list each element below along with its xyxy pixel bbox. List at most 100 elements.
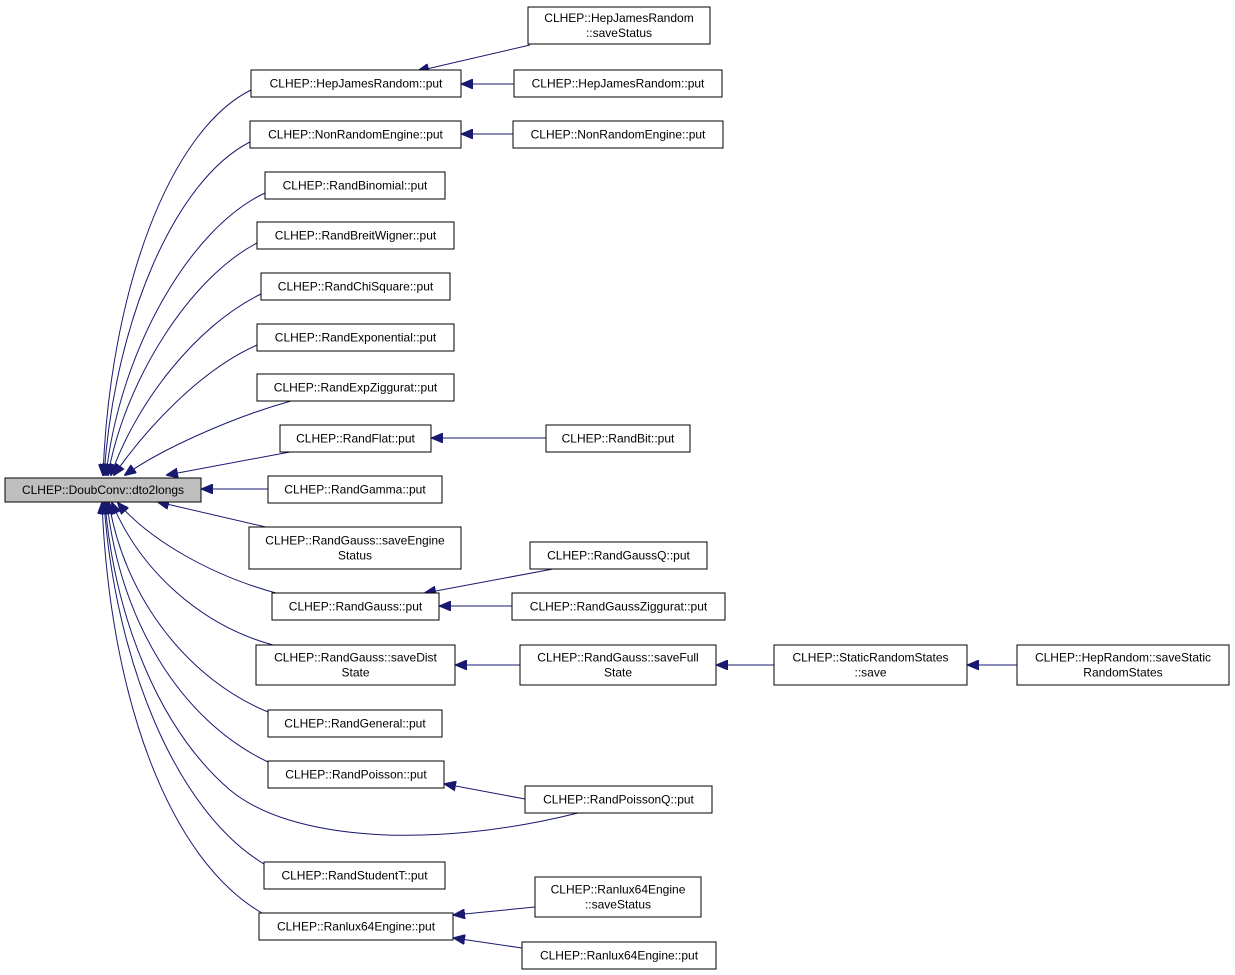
node-srs[interactable]: CLHEP::StaticRandomStates::save — [773, 644, 968, 686]
node-box[interactable] — [4, 477, 202, 503]
edge-layer — [102, 44, 1017, 949]
node-box[interactable] — [279, 424, 432, 453]
node-label: CLHEP::RandPoissonQ::put — [543, 793, 694, 807]
node-label: CLHEP::RandGauss::put — [289, 600, 423, 614]
node-box[interactable] — [511, 592, 726, 621]
node-nre-put2[interactable]: CLHEP::NonRandomEngine::put — [512, 120, 724, 149]
node-label: State — [341, 666, 369, 680]
node-box[interactable] — [527, 6, 711, 45]
node-label: CLHEP::RandFlat::put — [296, 432, 415, 446]
edge-r64_put-to-root — [102, 503, 263, 914]
node-box[interactable] — [255, 644, 456, 686]
node-box[interactable] — [512, 120, 724, 149]
node-box[interactable] — [248, 526, 462, 570]
edge-rpoisq-to-root — [105, 503, 579, 836]
edge-rexpz-to-root — [125, 400, 292, 475]
node-r64-save[interactable]: CLHEP::Ranlux64Engine::saveStatus — [534, 876, 702, 918]
node-rflat[interactable]: CLHEP::RandFlat::put — [279, 424, 432, 453]
edge-nre_put-to-root — [104, 141, 251, 475]
node-box[interactable] — [256, 373, 455, 402]
node-rg-put[interactable]: CLHEP::RandGauss::put — [271, 592, 440, 621]
edge-rg_se-to-root — [158, 502, 271, 529]
edge-rchi-to-root — [111, 293, 262, 475]
node-label: State — [604, 666, 632, 680]
edge-r64_put2-to-r64_put — [454, 938, 523, 949]
node-label: CLHEP::RandGaussQ::put — [547, 549, 690, 563]
node-rgq[interactable]: CLHEP::RandGaussQ::put — [529, 541, 708, 570]
node-box[interactable] — [260, 272, 451, 301]
node-box[interactable] — [271, 592, 440, 621]
node-box[interactable] — [256, 221, 455, 250]
edge-rgq-to-rg_put — [425, 568, 554, 593]
edge-r64_save-to-r64_put — [454, 906, 536, 915]
node-label: CLHEP::RandExpZiggurat::put — [274, 381, 438, 395]
node-root[interactable]: CLHEP::DoubConv::dto2longs — [4, 477, 202, 503]
edge-rexp-to-root — [114, 344, 258, 475]
node-box[interactable] — [534, 876, 702, 918]
node-r64-put2[interactable]: CLHEP::Ranlux64Engine::put — [521, 941, 717, 970]
node-box[interactable] — [519, 644, 717, 686]
node-label: CLHEP::StaticRandomStates — [792, 651, 948, 665]
node-box[interactable] — [267, 709, 443, 738]
node-rpoisq[interactable]: CLHEP::RandPoissonQ::put — [524, 785, 713, 814]
node-box[interactable] — [250, 69, 462, 98]
node-label: RandomStates — [1083, 666, 1162, 680]
node-rgen[interactable]: CLHEP::RandGeneral::put — [267, 709, 443, 738]
node-rgz[interactable]: CLHEP::RandGaussZiggurat::put — [511, 592, 726, 621]
node-label: CLHEP::RandExponential::put — [275, 331, 437, 345]
edge-rst-to-root — [104, 503, 265, 865]
node-label: CLHEP::RandGauss::saveEngine — [265, 534, 445, 548]
node-label: CLHEP::Ranlux64Engine::put — [277, 920, 436, 934]
node-label: CLHEP::HepJamesRandom::put — [270, 77, 443, 91]
node-box[interactable] — [513, 69, 723, 98]
node-hjr-put2[interactable]: CLHEP::HepJamesRandom::put — [513, 69, 723, 98]
node-label: CLHEP::Ranlux64Engine::put — [540, 949, 699, 963]
node-rgamma[interactable]: CLHEP::RandGamma::put — [267, 475, 443, 504]
node-label: CLHEP::RandBinomial::put — [283, 179, 428, 193]
node-box[interactable] — [249, 120, 462, 149]
node-rpois[interactable]: CLHEP::RandPoisson::put — [267, 760, 445, 789]
node-hjr-put[interactable]: CLHEP::HepJamesRandom::put — [250, 69, 462, 98]
node-label: CLHEP::HepRandom::saveStatic — [1035, 651, 1211, 665]
node-rbin[interactable]: CLHEP::RandBinomial::put — [264, 171, 446, 200]
node-label: CLHEP::RandPoisson::put — [285, 768, 427, 782]
node-box[interactable] — [264, 171, 446, 200]
node-label: CLHEP::RandChiSquare::put — [278, 280, 434, 294]
node-rbit[interactable]: CLHEP::RandBit::put — [545, 424, 691, 453]
node-box[interactable] — [1016, 644, 1230, 686]
node-box[interactable] — [256, 323, 455, 352]
node-box[interactable] — [529, 541, 708, 570]
node-box[interactable] — [545, 424, 691, 453]
node-rexpz[interactable]: CLHEP::RandExpZiggurat::put — [256, 373, 455, 402]
node-layer: CLHEP::DoubConv::dto2longs CLHEP::HepJame… — [4, 6, 1230, 970]
node-rchi[interactable]: CLHEP::RandChiSquare::put — [260, 272, 451, 301]
node-label: CLHEP::RandGaussZiggurat::put — [530, 600, 708, 614]
node-rexp[interactable]: CLHEP::RandExponential::put — [256, 323, 455, 352]
node-label: CLHEP::NonRandomEngine::put — [531, 128, 706, 142]
node-hjr-save[interactable]: CLHEP::HepJamesRandom::saveStatus — [527, 6, 711, 45]
node-box[interactable] — [258, 912, 454, 941]
node-box[interactable] — [263, 861, 446, 890]
node-label: CLHEP::RandGamma::put — [284, 483, 426, 497]
node-box[interactable] — [521, 941, 717, 970]
node-label: CLHEP::RandBit::put — [562, 432, 675, 446]
edge-hjr_save-to-hjr_put — [418, 44, 531, 71]
node-label: Status — [338, 549, 372, 563]
node-box[interactable] — [524, 785, 713, 814]
edge-rgen-to-root — [109, 503, 269, 713]
node-rst[interactable]: CLHEP::RandStudentT::put — [263, 861, 446, 890]
node-r64-put[interactable]: CLHEP::Ranlux64Engine::put — [258, 912, 454, 941]
node-label: ::save — [854, 666, 886, 680]
node-label: CLHEP::RandStudentT::put — [281, 869, 428, 883]
edge-rflat-to-root — [167, 451, 291, 475]
node-nre-put[interactable]: CLHEP::NonRandomEngine::put — [249, 120, 462, 149]
node-box[interactable] — [267, 475, 443, 504]
node-rbw[interactable]: CLHEP::RandBreitWigner::put — [256, 221, 455, 250]
edge-rg_sd-to-root — [112, 503, 274, 646]
node-box[interactable] — [773, 644, 968, 686]
node-box[interactable] — [267, 760, 445, 789]
